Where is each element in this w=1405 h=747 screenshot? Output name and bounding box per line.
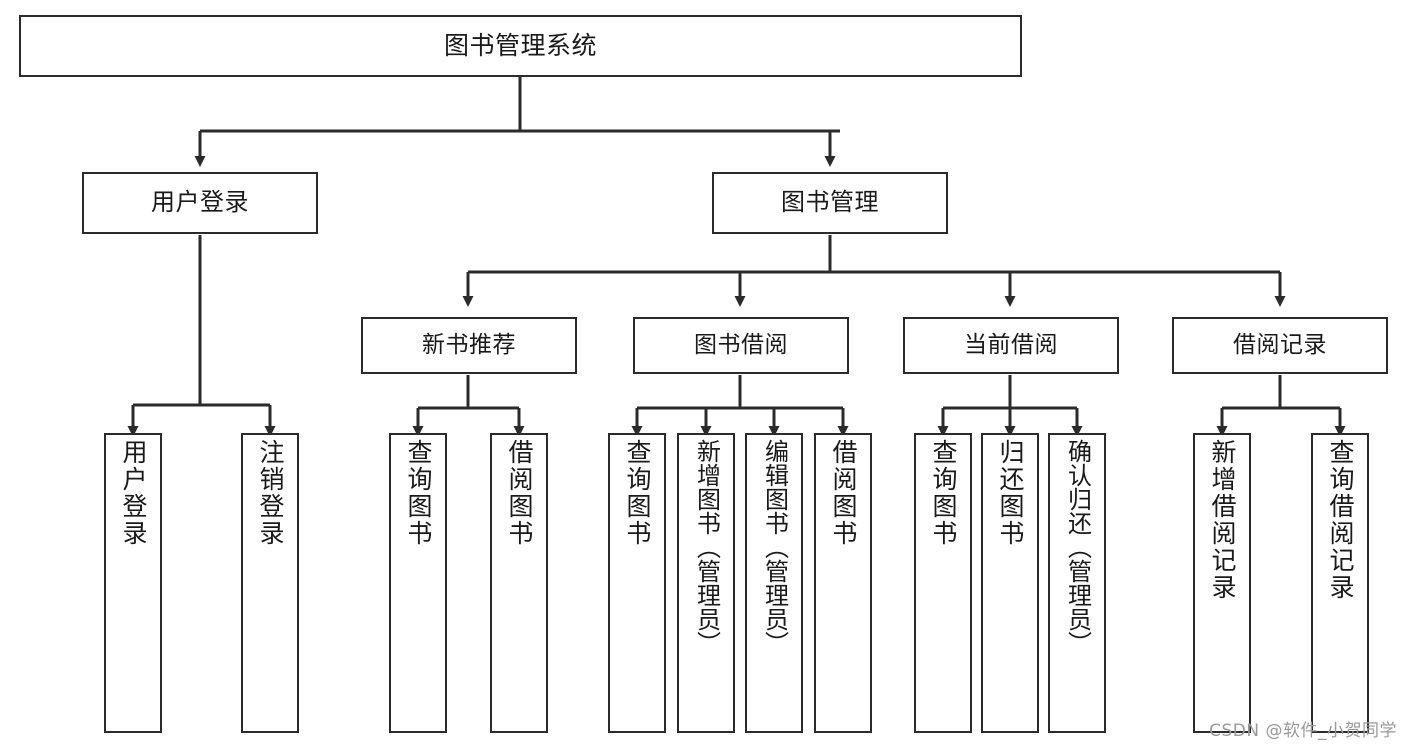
node-new-book-recommend[interactable]: 新书推荐 — [361, 317, 577, 374]
leaf-borrow-book-recommend[interactable]: 借阅图书 — [490, 433, 548, 733]
node-label: 编辑图书（管理员） — [760, 439, 789, 655]
node-label: 查询借阅记录 — [1326, 439, 1355, 601]
node-label: 图书管理 — [781, 188, 879, 217]
node-label: 查询图书 — [929, 439, 958, 547]
leaf-edit-book-admin[interactable]: 编辑图书（管理员） — [745, 433, 803, 733]
leaf-return-book[interactable]: 归还图书 — [981, 433, 1039, 733]
leaf-add-borrow-record[interactable]: 新增借阅记录 — [1193, 433, 1251, 733]
leaf-query-borrow-record[interactable]: 查询借阅记录 — [1311, 433, 1369, 733]
node-label: 注销登录 — [256, 439, 285, 547]
node-label: 借阅图书 — [505, 439, 534, 547]
node-label: 归还图书 — [996, 439, 1025, 547]
node-label: 用户登录 — [151, 188, 249, 217]
node-book-borrow[interactable]: 图书借阅 — [633, 317, 849, 374]
node-label: 用户登录 — [119, 439, 148, 547]
leaf-query-book-borrow[interactable]: 查询图书 — [608, 433, 666, 733]
node-label: 新书推荐 — [422, 332, 516, 359]
node-book-management[interactable]: 图书管理 — [712, 172, 948, 234]
csdn-watermark: CSDN @软件_小贺同学 — [1209, 721, 1397, 741]
node-label: 查询图书 — [404, 439, 433, 547]
node-label: 借阅图书 — [829, 439, 858, 547]
node-user-login[interactable]: 用户登录 — [82, 172, 318, 234]
leaf-user-login[interactable]: 用户登录 — [104, 433, 162, 733]
leaf-confirm-return-admin[interactable]: 确认归还（管理员） — [1048, 433, 1106, 733]
leaf-query-book-recommend[interactable]: 查询图书 — [389, 433, 447, 733]
node-label: 借阅记录 — [1233, 332, 1327, 359]
node-label: 查询图书 — [623, 439, 652, 547]
leaf-query-book-current[interactable]: 查询图书 — [914, 433, 972, 733]
leaf-borrow-book[interactable]: 借阅图书 — [814, 433, 872, 733]
leaf-add-book-admin[interactable]: 新增图书（管理员） — [677, 433, 735, 733]
node-label: 图书管理系统 — [443, 30, 597, 60]
node-label: 新增借阅记录 — [1208, 439, 1237, 601]
node-label: 新增图书（管理员） — [692, 439, 721, 655]
node-borrow-record[interactable]: 借阅记录 — [1172, 317, 1388, 374]
node-root-book-management-system[interactable]: 图书管理系统 — [19, 15, 1022, 77]
node-label: 当前借阅 — [964, 332, 1058, 359]
node-label: 确认归还（管理员） — [1063, 439, 1092, 655]
node-label: 图书借阅 — [694, 332, 788, 359]
node-current-borrow[interactable]: 当前借阅 — [903, 317, 1119, 374]
leaf-logout-login[interactable]: 注销登录 — [241, 433, 299, 733]
